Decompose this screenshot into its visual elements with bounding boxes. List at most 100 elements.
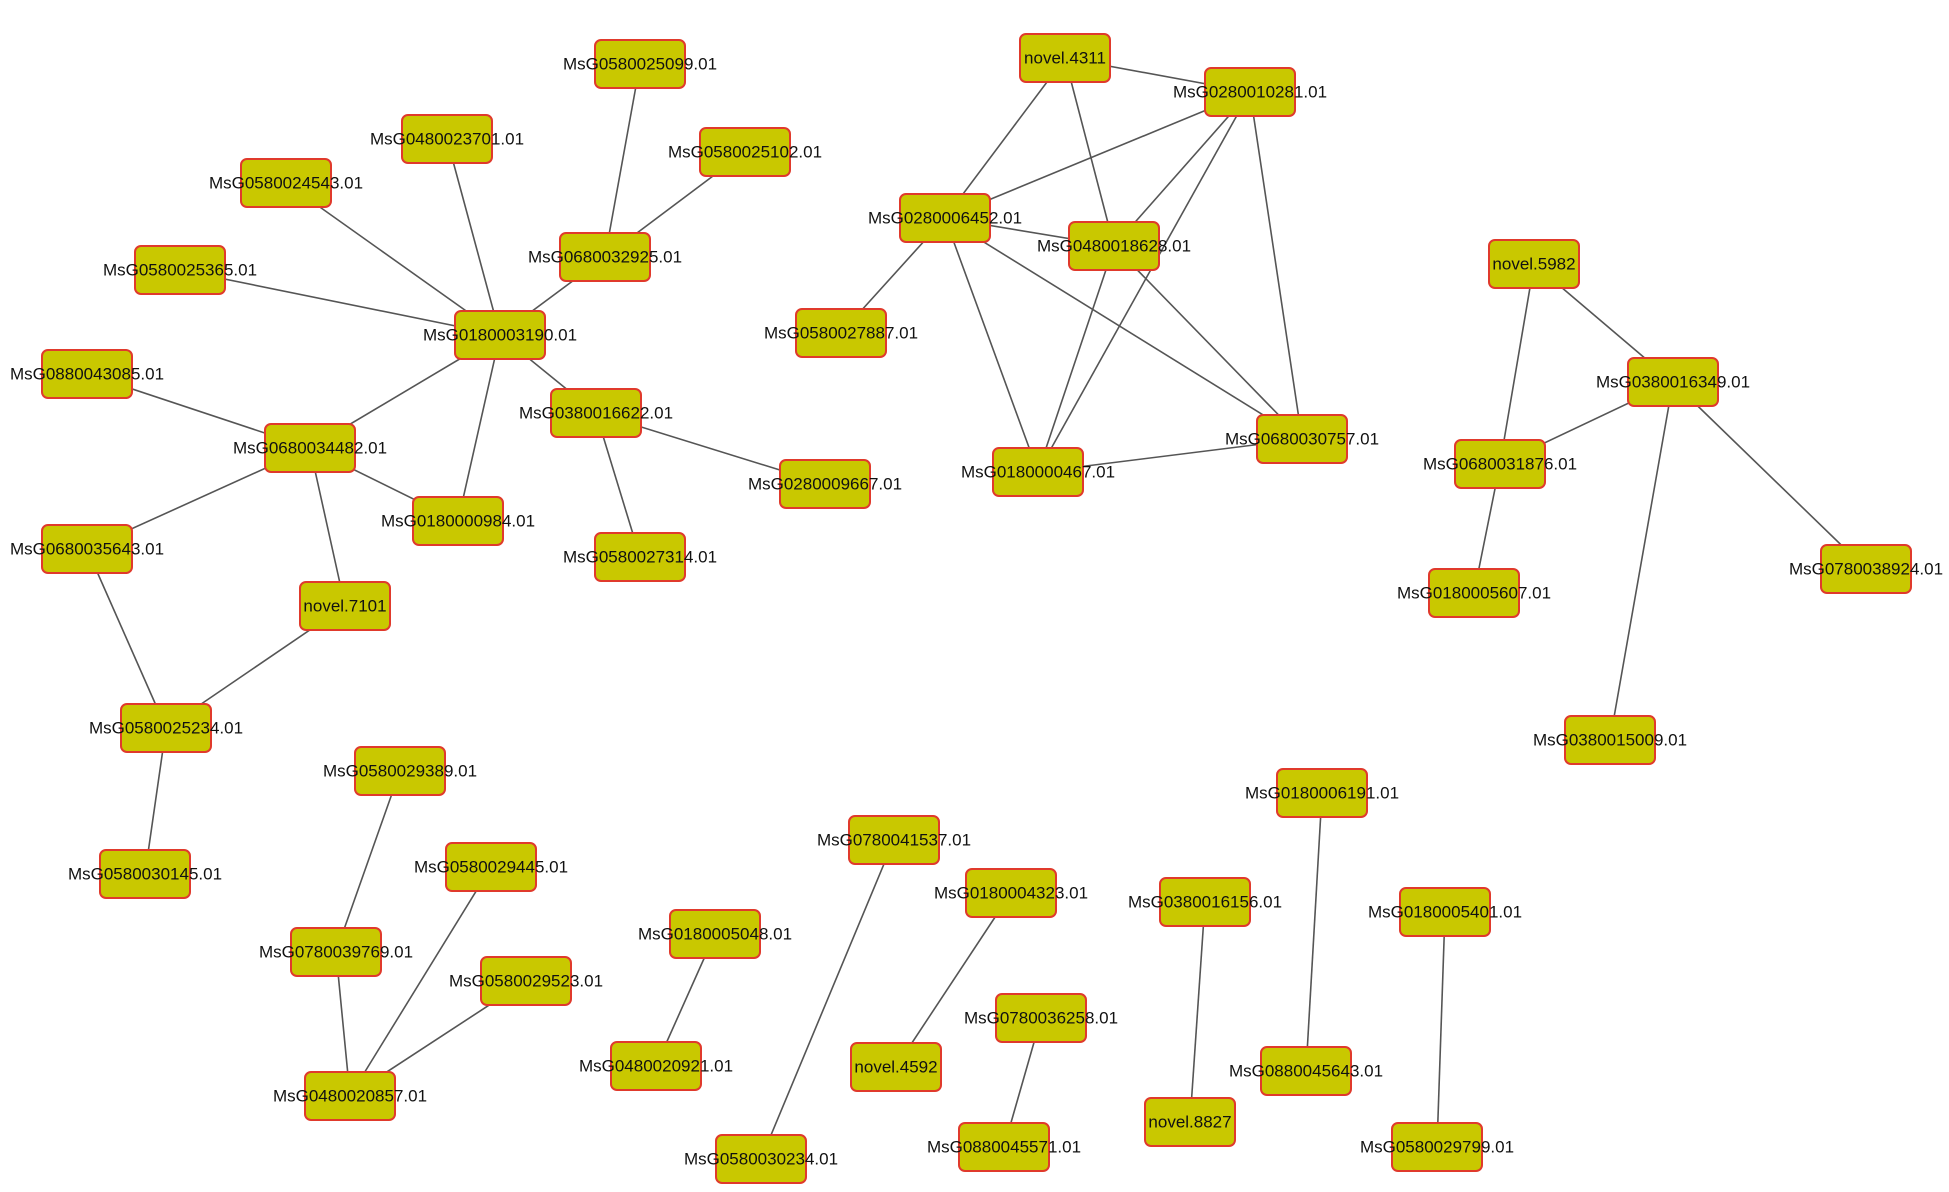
node-msg0180005401-01[interactable] <box>1399 887 1491 937</box>
node-msg0280006452-01[interactable] <box>899 193 991 243</box>
node-novel-4311[interactable] <box>1019 33 1111 83</box>
node-label: novel.8827 <box>1148 1112 1232 1132</box>
node-label: MsG0380015009.01 <box>1532 730 1688 750</box>
node-msg0780038924-01[interactable] <box>1820 544 1912 594</box>
node-novel-8827[interactable] <box>1144 1097 1236 1147</box>
edge-msg0680034482-01-to-novel-7101 <box>309 447 346 607</box>
edge-msg0280010281-01-to-msg0680030757-01 <box>1249 91 1303 440</box>
node-msg0580027887-01[interactable] <box>795 308 887 358</box>
node-msg0380016349-01[interactable] <box>1627 357 1719 407</box>
node-msg0580030145-01[interactable] <box>99 849 191 899</box>
node-label: novel.4311 <box>1024 48 1106 68</box>
node-label: MsG0380016349.01 <box>1595 372 1751 392</box>
edge-msg0580025365-01-to-msg0180003190-01 <box>179 269 501 336</box>
node-label: MsG0780038924.01 <box>1788 559 1944 579</box>
node-label: MsG0280006452.01 <box>867 208 1023 228</box>
edge-msg0280006452-01-to-msg0680030757-01 <box>944 217 1303 440</box>
node-label: MsG0480018628.01 <box>1036 236 1192 256</box>
node-label: MsG0780039769.01 <box>258 942 414 962</box>
node-msg0580024543-01[interactable] <box>240 158 332 208</box>
edge-msg0180004323-01-to-novel-4592 <box>895 892 1012 1068</box>
node-label: MsG0580029389.01 <box>322 761 478 781</box>
node-msg0680030757-01[interactable] <box>1256 414 1348 464</box>
edge-novel-4311-to-msg0480018628-01 <box>1064 57 1115 247</box>
node-novel-5982[interactable] <box>1488 239 1580 289</box>
node-msg0780041537-01[interactable] <box>848 815 940 865</box>
node-msg0680032925-01[interactable] <box>559 232 651 282</box>
node-msg0480020857-01[interactable] <box>304 1071 396 1121</box>
node-label: MsG0580030234.01 <box>683 1149 839 1169</box>
node-label: MsG0580029523.01 <box>448 971 604 991</box>
node-label: MsG0680032925.01 <box>527 247 683 267</box>
node-label: MsG0580025099.01 <box>562 54 718 74</box>
node-label: MsG0880043085.01 <box>9 364 165 384</box>
node-msg0580025365-01[interactable] <box>134 245 226 295</box>
node-msg0780039769-01[interactable] <box>290 927 382 977</box>
node-label: MsG0180005048.01 <box>637 924 793 944</box>
node-label: MsG0680035643.01 <box>9 539 165 559</box>
node-msg0580029523-01[interactable] <box>480 956 572 1006</box>
edge-msg0480018628-01-to-msg0180000467-01 <box>1037 245 1115 473</box>
node-label: MsG0580025365.01 <box>102 260 258 280</box>
node-label: MsG0380016622.01 <box>518 403 674 423</box>
node-msg0280010281-01[interactable] <box>1204 67 1296 117</box>
node-msg0480023701-01[interactable] <box>401 114 493 164</box>
node-msg0580025099-01[interactable] <box>594 39 686 89</box>
edge-msg0580029389-01-to-msg0780039769-01 <box>335 770 401 953</box>
node-msg0180000467-01[interactable] <box>992 447 1084 497</box>
node-msg0680034482-01[interactable] <box>264 423 356 473</box>
node-msg0380016156-01[interactable] <box>1159 877 1251 927</box>
node-novel-4592[interactable] <box>850 1042 942 1092</box>
node-msg0180004323-01[interactable] <box>965 868 1057 918</box>
node-msg0580025102-01[interactable] <box>699 127 791 177</box>
node-msg0280009667-01[interactable] <box>779 459 871 509</box>
node-msg0180006191-01[interactable] <box>1276 768 1368 818</box>
node-msg0580027314-01[interactable] <box>594 532 686 582</box>
edge-msg0180005401-01-to-msg0580029799-01 <box>1436 911 1446 1148</box>
node-label: MsG0780036258.01 <box>963 1008 1119 1028</box>
node-msg0180003190-01[interactable] <box>454 310 546 360</box>
node-label: MsG0180000984.01 <box>380 511 536 531</box>
edge-msg0580024543-01-to-msg0180003190-01 <box>285 182 501 336</box>
node-label: MsG0680034482.01 <box>232 438 388 458</box>
edge-msg0480023701-01-to-msg0180003190-01 <box>446 138 501 336</box>
node-msg0880043085-01[interactable] <box>41 349 133 399</box>
node-label: MsG0280010281.01 <box>1172 82 1328 102</box>
node-label: MsG0580025234.01 <box>88 718 244 738</box>
node-label: MsG0480020857.01 <box>272 1086 428 1106</box>
node-msg0580029445-01[interactable] <box>445 842 537 892</box>
node-msg0380016622-01[interactable] <box>550 388 642 438</box>
node-msg0580025234-01[interactable] <box>120 703 212 753</box>
node-msg0180000984-01[interactable] <box>412 496 504 546</box>
node-msg0180005607-01[interactable] <box>1428 568 1520 618</box>
edge-msg0280010281-01-to-msg0280006452-01 <box>944 91 1251 219</box>
node-msg0880045571-01[interactable] <box>958 1122 1050 1172</box>
node-msg0180005048-01[interactable] <box>669 909 761 959</box>
node-label: MsG0580024543.01 <box>208 173 364 193</box>
edge-msg0180006191-01-to-msg0880045643-01 <box>1305 792 1323 1072</box>
node-msg0580029799-01[interactable] <box>1391 1122 1483 1172</box>
node-msg0480020921-01[interactable] <box>610 1041 702 1091</box>
node-msg0580030234-01[interactable] <box>715 1134 807 1184</box>
node-msg0880045643-01[interactable] <box>1260 1046 1352 1096</box>
edge-msg0580029445-01-to-msg0480020857-01 <box>349 866 492 1097</box>
node-label: MsG0380016156.01 <box>1127 892 1283 912</box>
edge-msg0580025099-01-to-msg0680032925-01 <box>604 63 641 258</box>
edge-msg0280010281-01-to-msg0480018628-01 <box>1113 91 1251 247</box>
node-label: MsG0180005401.01 <box>1367 902 1523 922</box>
node-msg0780036258-01[interactable] <box>995 993 1087 1043</box>
node-label: MsG0880045643.01 <box>1228 1061 1384 1081</box>
node-label: MsG0480020921.01 <box>578 1056 734 1076</box>
node-novel-7101[interactable] <box>299 581 391 631</box>
node-msg0380015009-01[interactable] <box>1564 715 1656 765</box>
node-msg0680035643-01[interactable] <box>41 524 133 574</box>
node-msg0480018628-01[interactable] <box>1068 221 1160 271</box>
node-label: MsG0780041537.01 <box>816 830 972 850</box>
node-label: MsG0580029799.01 <box>1359 1137 1515 1157</box>
node-label: MsG0280009667.01 <box>747 474 903 494</box>
edge-msg0380016156-01-to-novel-8827 <box>1189 901 1206 1123</box>
node-msg0580029389-01[interactable] <box>354 746 446 796</box>
node-label: MsG0580030145.01 <box>67 864 223 884</box>
node-msg0680031876-01[interactable] <box>1454 439 1546 489</box>
